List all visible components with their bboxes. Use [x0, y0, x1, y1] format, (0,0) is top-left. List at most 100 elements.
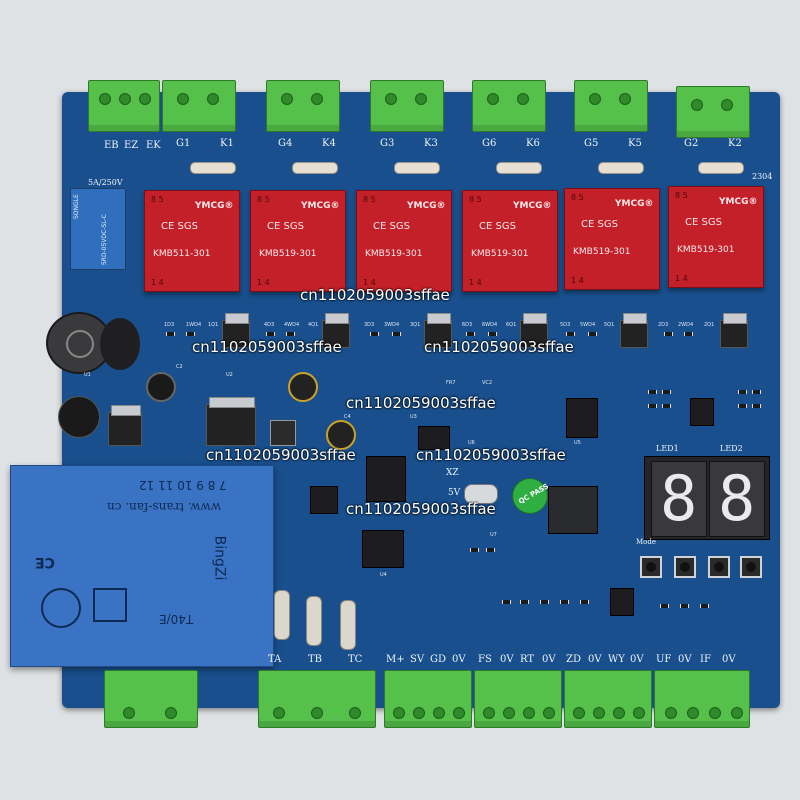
watermark: cn1102059003sffae [346, 500, 496, 518]
label-ez: EZ [124, 140, 139, 151]
smd-resistor [738, 390, 747, 394]
label-k1: K1 [220, 138, 234, 149]
terminal-block-k2 [676, 86, 750, 138]
label-g6: G6 [482, 138, 497, 149]
label-k3: K3 [424, 138, 438, 149]
safety-icon [41, 588, 81, 628]
silk-label: 3WD4 [384, 322, 400, 328]
terminal-block-power [104, 670, 198, 728]
silk-label: 5Q1 [604, 322, 615, 328]
diode [370, 332, 379, 336]
silk-label: 1D3 [164, 322, 175, 328]
power-transformer: 7 8 9 10 11 12 www. trans-fan. cn CE Bin… [10, 465, 274, 667]
silk-label: 5WD4 [580, 322, 596, 328]
smd-resistor [560, 600, 569, 604]
label-g2: G2 [684, 138, 699, 149]
silk-label: U2 [226, 372, 233, 378]
terminal-block-k4 [266, 80, 340, 132]
enter-button[interactable] [740, 556, 762, 578]
silk-label: U1 [84, 372, 91, 378]
transformer-digits: 7 8 9 10 11 12 [139, 478, 227, 492]
transistor [520, 313, 548, 348]
diode [266, 332, 275, 336]
smd-resistor [752, 404, 761, 408]
diode [566, 332, 575, 336]
watermark: cn1102059003sffae [300, 286, 450, 304]
capacitor-body [100, 318, 140, 370]
smd-resistor [486, 548, 495, 552]
diode [664, 332, 673, 336]
transistor [322, 313, 350, 348]
label-5v: 5V [448, 488, 461, 498]
label-k2: K2 [728, 138, 742, 149]
label-0v: 0V [722, 654, 736, 665]
resistor [598, 162, 644, 174]
resistor [190, 162, 236, 174]
smd-resistor [662, 390, 671, 394]
digit-1: 8 [651, 461, 707, 537]
label-0v: 0V [678, 654, 692, 665]
label-0v: 0V [452, 654, 466, 665]
up-button[interactable] [674, 556, 696, 578]
diode [392, 332, 401, 336]
silk-label: U6 [468, 440, 475, 446]
smd-resistor [662, 404, 671, 408]
label-rt: RT [520, 654, 535, 665]
diode [466, 332, 475, 336]
label-if: IF [700, 654, 711, 665]
resistor [698, 162, 744, 174]
smd-resistor [540, 600, 549, 604]
transistor [620, 313, 648, 348]
down-button[interactable] [708, 556, 730, 578]
terminal-block-k5 [574, 80, 648, 132]
fuse-label: 5A/250V [88, 178, 123, 187]
label-k5: K5 [628, 138, 642, 149]
transistor [222, 313, 250, 348]
silk-label: 1Q1 [208, 322, 219, 328]
watermark: cn1102059003sffae [346, 394, 496, 412]
thermistor [58, 396, 100, 438]
power-resistor [340, 600, 356, 650]
transformer-site: www. trans-fan. cn [107, 500, 222, 514]
terminal-block-k1 [162, 80, 236, 132]
watermark: cn1102059003sffae [192, 338, 342, 356]
seven-segment-display: 8 8 [644, 456, 770, 540]
terminal-block-k3 [370, 80, 444, 132]
silk-label: 6Q1 [506, 322, 517, 328]
ic-chip [310, 486, 338, 514]
silk-label: C2 [176, 364, 183, 370]
optocoupler-array [366, 456, 406, 502]
label-tb: TB [308, 654, 323, 665]
label-gd: GD [430, 654, 447, 665]
silk-label: 1WD4 [186, 322, 202, 328]
transformer-ce-mark: CE [35, 554, 55, 570]
label-m-plus: M+ [386, 654, 405, 665]
silk-label: 4D3 [264, 322, 275, 328]
mode-button[interactable] [640, 556, 662, 578]
watermark: cn1102059003sffae [416, 446, 566, 464]
terminal-block-sig3 [564, 670, 652, 728]
silk-label: U7 [490, 532, 497, 538]
capacitor [288, 372, 318, 402]
resistor [292, 162, 338, 174]
silk-label: 2WD4 [678, 322, 694, 328]
label-fs: FS [478, 654, 492, 665]
signal-relay: SONGLE SRD-05VDC-SL-C [70, 188, 126, 270]
smd-resistor [738, 404, 747, 408]
smd-resistor [502, 600, 511, 604]
diode [166, 332, 175, 336]
label-eb: EB [104, 140, 119, 151]
silk-label: 4WD4 [284, 322, 300, 328]
label-sv: SV [410, 654, 425, 665]
ic-chip [690, 398, 714, 426]
silk-label: 6WD4 [482, 322, 498, 328]
power-resistor [274, 590, 290, 640]
label-g4: G4 [278, 138, 293, 149]
resistor [394, 162, 440, 174]
silk-label: 2Q1 [704, 322, 715, 328]
diode [588, 332, 597, 336]
